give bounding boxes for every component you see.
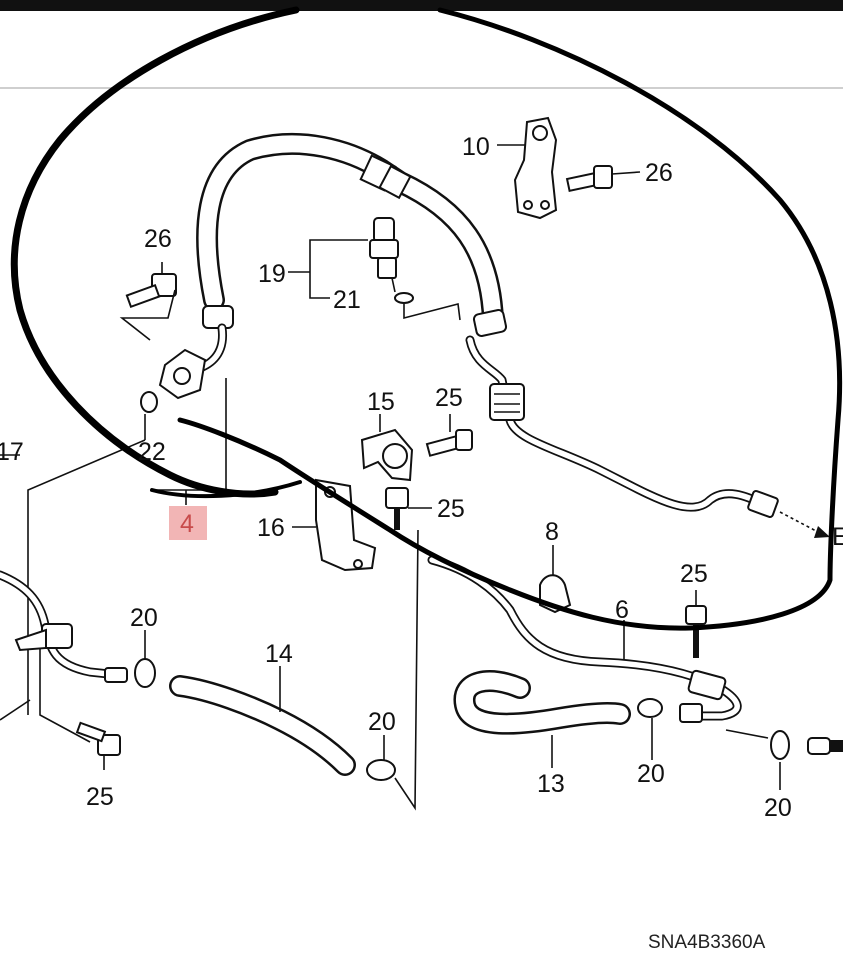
label-part-25-d[interactable]: 25	[86, 783, 114, 811]
part-labels: 10 26 26 19 21 15 25 17 22 4 16 25 8 25 …	[0, 133, 843, 822]
label-part-25-c[interactable]: 25	[680, 560, 708, 588]
part-26-bolt-upper-right	[565, 165, 641, 192]
label-part-21[interactable]: 21	[333, 286, 361, 314]
label-part-25-b[interactable]: 25	[437, 495, 465, 523]
part-25-bolt-a	[425, 414, 473, 457]
right-metal-pipe	[465, 335, 830, 538]
part-15-clamp	[360, 414, 414, 482]
part-25-bolt-b	[385, 487, 432, 530]
label-part-26-upper-left[interactable]: 26	[144, 225, 172, 253]
label-part-26-upper-right[interactable]: 26	[645, 159, 673, 187]
label-part-19[interactable]: 19	[258, 260, 286, 288]
pressure-hose	[196, 132, 508, 337]
part-20-clamp-d	[725, 729, 790, 790]
label-part-17[interactable]: 17	[0, 438, 24, 466]
part-25-bolt-d	[75, 721, 121, 770]
part-26-bolt-upper-left	[119, 262, 177, 341]
left-fitting-pipe	[158, 323, 228, 400]
diagram-code: SNA4B3360A	[648, 932, 766, 953]
right-edge-fitting	[807, 737, 843, 755]
label-part-16[interactable]: 16	[257, 514, 285, 542]
label-part-25-a[interactable]: 25	[435, 384, 463, 412]
label-part-20-d[interactable]: 20	[764, 794, 792, 822]
part-14-hose	[169, 666, 356, 776]
label-arrow-e[interactable]: E	[832, 523, 843, 551]
label-part-20-b[interactable]: 20	[368, 708, 396, 736]
label-part-10[interactable]: 10	[462, 133, 490, 161]
part-6-return-line	[427, 555, 742, 723]
part-20-clamp-c	[637, 698, 663, 760]
part-16-bracket	[292, 478, 377, 572]
part-21-o-ring	[394, 292, 461, 321]
label-part-20-c[interactable]: 20	[637, 760, 665, 788]
part-20-clamp-a	[134, 630, 156, 688]
part-22-washer	[140, 391, 158, 440]
label-part-13[interactable]: 13	[537, 770, 565, 798]
top-dark-band	[0, 0, 843, 11]
part-20-clamp-b	[366, 529, 419, 811]
label-part-20-a[interactable]: 20	[130, 604, 158, 632]
label-part-6[interactable]: 6	[615, 596, 629, 624]
label-part-22[interactable]: 22	[138, 438, 166, 466]
label-part-8[interactable]: 8	[545, 518, 559, 546]
part-25-bolt-c	[685, 590, 707, 658]
label-part-4[interactable]: 4	[180, 510, 194, 538]
part-4-highlight	[169, 506, 207, 540]
label-part-14[interactable]: 14	[265, 640, 293, 668]
label-part-15[interactable]: 15	[367, 388, 395, 416]
part-19-pressure-switch	[288, 217, 399, 299]
part-10-bracket	[497, 116, 558, 220]
part-13-hose	[453, 670, 631, 768]
left-return-pipe	[0, 570, 128, 683]
hand-drawn-marker-outline	[10, 6, 843, 631]
